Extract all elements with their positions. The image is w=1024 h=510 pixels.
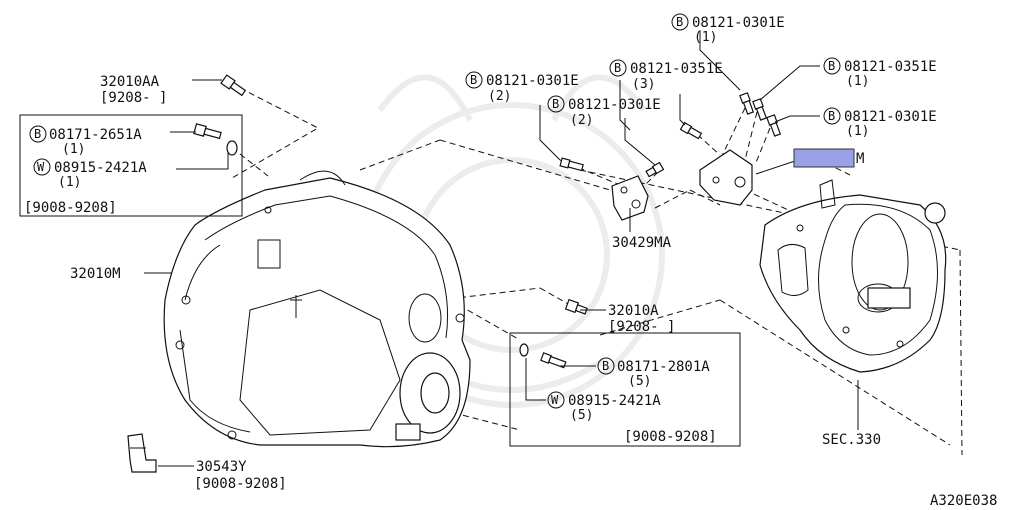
transmission-case-drawing bbox=[163, 170, 471, 448]
label-32010aa[interactable]: 32010AA bbox=[100, 74, 160, 90]
marker-w-left: W bbox=[37, 160, 45, 174]
watermark-emblem bbox=[359, 74, 665, 408]
label-32010m[interactable]: 32010M bbox=[70, 266, 121, 282]
highlighted-part-suffix: M bbox=[856, 151, 864, 167]
qty-08171-2651a: (1) bbox=[62, 142, 85, 157]
label-08121-0301e-c[interactable]: 08121-0301E bbox=[692, 15, 785, 31]
label-32010a-date: [9208- ] bbox=[608, 319, 675, 335]
transfer-assembly-drawing bbox=[759, 179, 947, 373]
marker-b-right: B bbox=[602, 359, 609, 373]
label-08915-2421a-right[interactable]: 08915-2421A bbox=[568, 393, 661, 409]
marker-b-top-1: B bbox=[614, 61, 621, 75]
label-32010a[interactable]: 32010A bbox=[608, 303, 659, 319]
group-box-right bbox=[509, 332, 741, 447]
label-08121-0301e-b[interactable]: 08121-0301E bbox=[568, 97, 661, 113]
qty-08121-0351e-b: (1) bbox=[846, 74, 869, 89]
circle-marker-b bbox=[823, 107, 841, 125]
circle-marker-w bbox=[33, 158, 51, 176]
circle-marker-b bbox=[597, 357, 615, 375]
qty-08915-2421a-left: (1) bbox=[58, 175, 81, 190]
circle-marker-b bbox=[671, 13, 689, 31]
label-30543y[interactable]: 30543Y bbox=[196, 459, 247, 475]
marker-b-top-0: B bbox=[470, 73, 477, 87]
group-left-date: [9008-9208] bbox=[24, 200, 117, 216]
marker-w-right: W bbox=[551, 393, 559, 407]
label-32010aa-date: [9208- ] bbox=[100, 90, 167, 106]
bracket-30429ma-drawing bbox=[611, 175, 649, 221]
qty-08121-0301e-d: (1) bbox=[846, 124, 869, 139]
circle-marker-b bbox=[609, 59, 627, 77]
circle-marker-b bbox=[465, 71, 483, 89]
qty-08121-0301e-a: (2) bbox=[488, 89, 511, 104]
label-sec-330[interactable]: SEC.330 bbox=[822, 432, 881, 448]
label-30543y-date: [9008-9208] bbox=[194, 476, 287, 492]
marker-b-left: B bbox=[34, 127, 41, 141]
label-08121-0351e-b[interactable]: 08121-0351E bbox=[844, 59, 937, 75]
group-box-left bbox=[19, 114, 243, 217]
label-08121-0301e-d[interactable]: 08121-0301E bbox=[844, 109, 937, 125]
circle-marker-b bbox=[547, 95, 565, 113]
circle-marker-b bbox=[29, 125, 47, 143]
qty-08915-2421a-right: (5) bbox=[570, 408, 593, 423]
circle-marker-w bbox=[547, 391, 565, 409]
qty-08121-0301e-b: (2) bbox=[570, 113, 593, 128]
label-08171-2801a[interactable]: 08171-2801A bbox=[617, 359, 710, 375]
qty-08171-2801a: (5) bbox=[628, 374, 651, 389]
marker-b-top-4: B bbox=[828, 59, 835, 73]
marker-b-top-5: B bbox=[828, 109, 835, 123]
qty-08121-0351e-a: (3) bbox=[632, 77, 655, 92]
marker-b-top-2: B bbox=[552, 97, 559, 111]
label-08171-2651a[interactable]: 08171-2651A bbox=[49, 127, 142, 143]
label-08121-0351e-a[interactable]: 08121-0351E bbox=[630, 61, 723, 77]
mount-bracket-drawing bbox=[699, 149, 753, 206]
label-30429ma[interactable]: 30429MA bbox=[612, 235, 672, 251]
marker-b-top-3: B bbox=[676, 15, 683, 29]
bolt-drawings bbox=[193, 74, 782, 369]
qty-08121-0301e-c: (1) bbox=[694, 30, 717, 45]
label-08915-2421a-left[interactable]: 08915-2421A bbox=[54, 160, 147, 176]
circle-marker-b bbox=[823, 57, 841, 75]
highlighted-part-marker[interactable] bbox=[793, 148, 855, 168]
bracket-30543y-drawing bbox=[127, 433, 157, 473]
leader-lines bbox=[144, 30, 859, 467]
label-08121-0301e-a[interactable]: 08121-0301E bbox=[486, 73, 579, 89]
group-right-date: [9008-9208] bbox=[624, 429, 717, 445]
diagram-id: A320E038 bbox=[930, 493, 997, 509]
